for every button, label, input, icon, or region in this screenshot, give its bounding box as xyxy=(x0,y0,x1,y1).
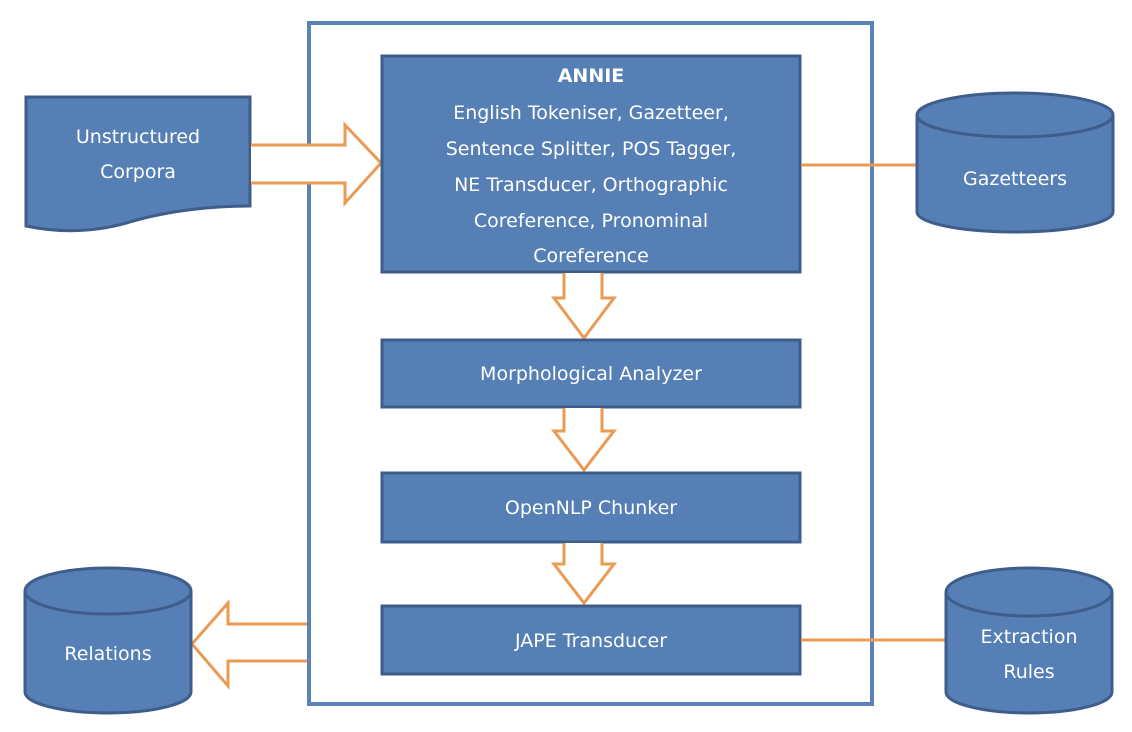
annie-line-5: Coreference xyxy=(533,245,649,267)
extraction-rules-line-1: Extraction xyxy=(981,626,1078,648)
annie-line-1: English Tokeniser, Gazetteer, xyxy=(453,102,729,124)
gazetteers-cylinder-top xyxy=(915,91,1115,139)
annie-box xyxy=(380,54,802,274)
jape-transducer-box xyxy=(380,604,802,676)
annie-line-2: Sentence Splitter, POS Tagger, xyxy=(446,138,737,160)
relations-cylinder-top xyxy=(23,566,193,616)
opennlp-chunker-box xyxy=(380,471,802,544)
jape-transducer-node[interactable]: JAPE Transducer xyxy=(380,604,802,676)
opennlp-chunker-node[interactable]: OpenNLP Chunker xyxy=(380,471,802,544)
morphological-analyzer-label: Morphological Analyzer xyxy=(480,363,702,385)
jape-transducer-label: JAPE Transducer xyxy=(514,630,667,652)
gazetteers-label: Gazetteers xyxy=(963,168,1067,190)
annie-title: ANNIE xyxy=(558,65,625,87)
opennlp-chunker-label: OpenNLP Chunker xyxy=(505,497,677,519)
relations-cylinder-body xyxy=(23,591,193,715)
extraction-rules-line-2: Rules xyxy=(1003,661,1054,683)
document-shape xyxy=(24,95,252,233)
unstructured-corpora-line-1: Unstructured xyxy=(76,126,200,148)
arrow-corpora-to-annie xyxy=(251,121,384,207)
annie-node[interactable]: ANNIE English Tokeniser, Gazetteer, Sent… xyxy=(380,54,802,274)
morphological-analyzer-box xyxy=(380,338,802,409)
morphological-analyzer-node[interactable]: Morphological Analyzer xyxy=(380,338,802,409)
arrow-morphological-to-opennlp xyxy=(550,408,618,473)
arrow-pipeline-to-relations xyxy=(190,599,307,691)
arrow-opennlp-to-jape xyxy=(550,543,618,606)
relations-node[interactable]: Relations xyxy=(23,566,193,715)
annie-line-3: NE Transducer, Orthographic xyxy=(454,174,728,196)
extraction-rules-cylinder-body xyxy=(944,592,1114,715)
extraction-rules-cylinder-top xyxy=(944,566,1114,618)
relations-label: Relations xyxy=(64,643,151,665)
pipeline-container xyxy=(307,21,874,706)
gazetteers-cylinder-body xyxy=(915,115,1115,234)
annie-line-4: Coreference, Pronominal xyxy=(474,210,708,232)
extraction-rules-node[interactable]: Extraction Rules xyxy=(944,566,1114,715)
unstructured-corpora-node[interactable]: Unstructured Corpora xyxy=(24,95,252,233)
arrow-annie-to-morphological xyxy=(551,273,617,341)
gazetteers-node[interactable]: Gazetteers xyxy=(915,91,1115,234)
unstructured-corpora-line-2: Corpora xyxy=(100,161,176,183)
